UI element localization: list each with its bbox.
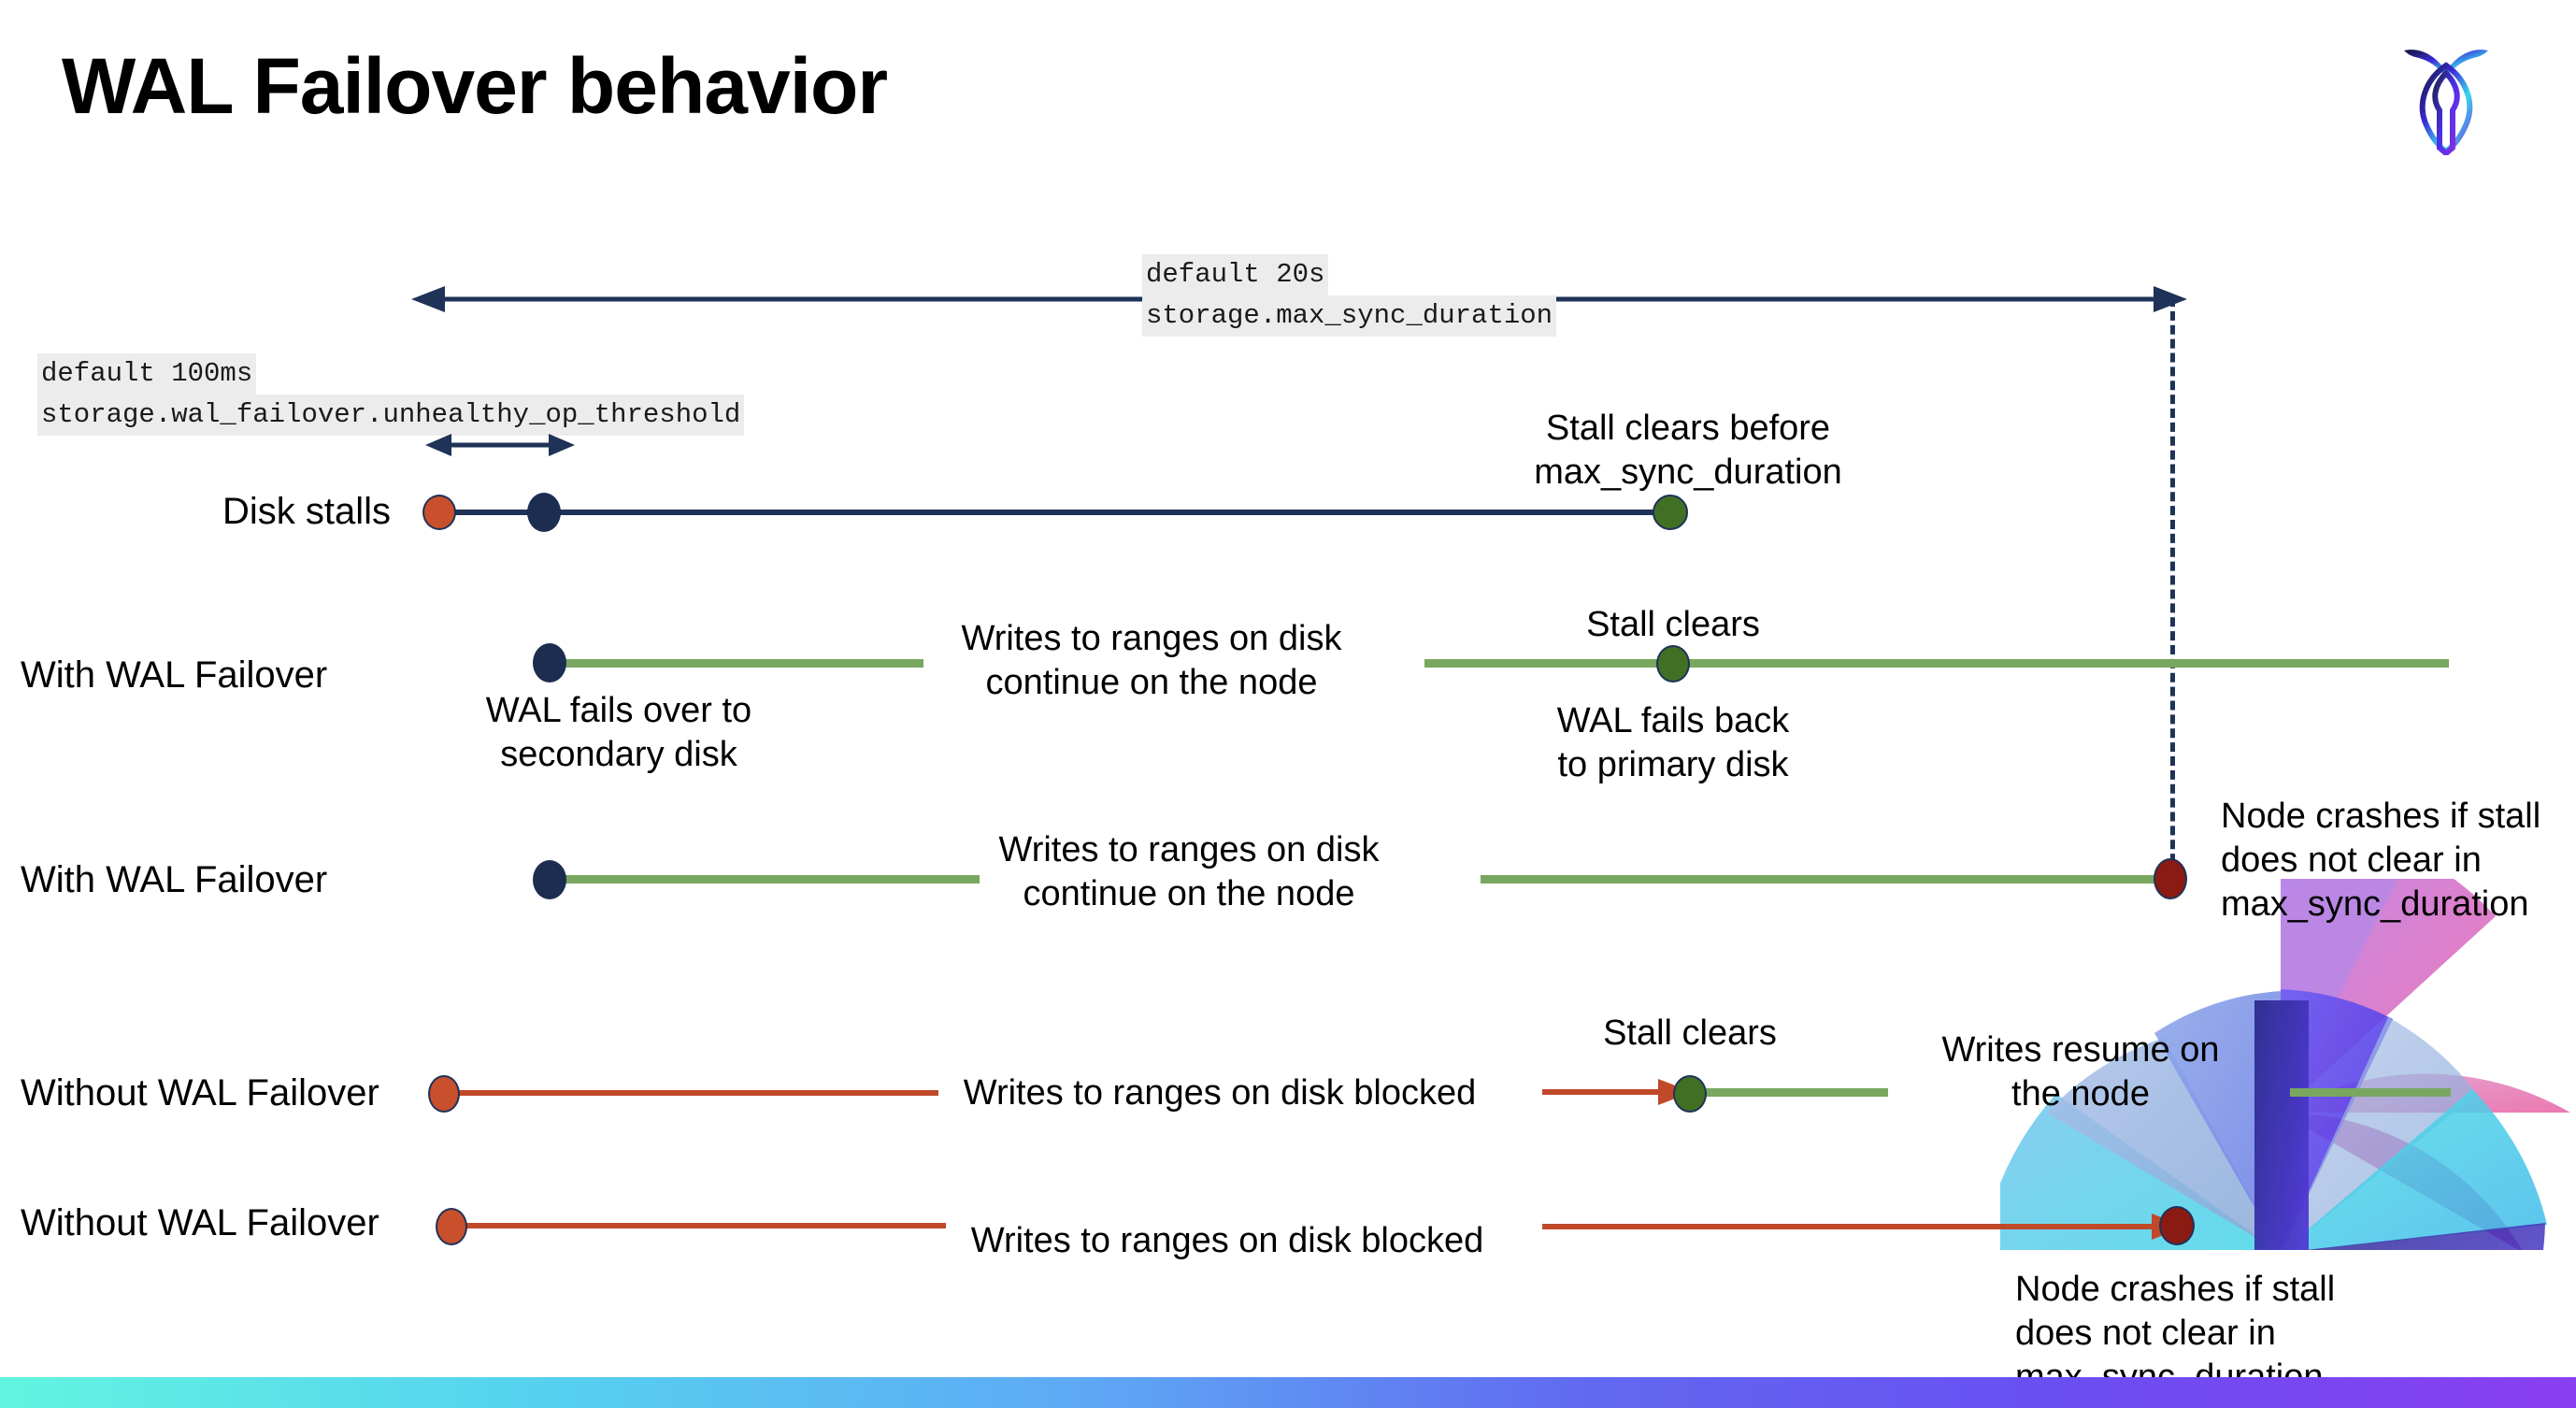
without-failover-2-start-dot xyxy=(436,1208,467,1245)
row-label-with-wal-failover-2: With WAL Failover xyxy=(21,859,328,900)
note-writes-continue-2: Writes to ranges on disk continue on the… xyxy=(998,830,1380,913)
without-failover-2-blocked-segment-a xyxy=(460,1223,946,1228)
without-failover-1-resume-segment-b xyxy=(2290,1088,2451,1097)
disk-stalls-clear-dot xyxy=(1653,495,1688,530)
without-failover-2-crash-dot xyxy=(2159,1206,2195,1245)
note-node-crashes-1: Node crashes if stall does not clear in … xyxy=(2221,797,2541,924)
row-label-without-wal-failover-2: Without WAL Failover xyxy=(21,1202,379,1243)
disk-stalls-timeline xyxy=(437,510,1681,515)
disk-stalls-start-dot xyxy=(422,495,456,530)
wal-failover-1-clear-dot xyxy=(1656,645,1690,682)
wal-failover-1-failover-dot xyxy=(533,643,566,682)
max-sync-deadline-dashed-line xyxy=(2170,297,2175,877)
without-failover-1-blocked-arrow xyxy=(1542,1079,1692,1105)
without-failover-2-blocked-arrow xyxy=(1542,1214,2185,1240)
disk-stalls-failover-dot xyxy=(527,493,561,532)
wal-failover-2-failover-dot xyxy=(533,860,566,899)
row-label-without-wal-failover-1: Without WAL Failover xyxy=(21,1072,379,1113)
unhealthy-op-threshold-span-arrow xyxy=(425,434,575,456)
without-failover-1-resume-segment xyxy=(1701,1088,1888,1097)
unhealthy-op-default-chip: default 100ms xyxy=(37,353,257,395)
note-stall-clears-2: Stall clears xyxy=(1603,1013,1777,1053)
unhealthy-op-setting-chip: storage.wal_failover.unhealthy_op_thresh… xyxy=(37,395,745,436)
without-failover-1-start-dot xyxy=(428,1075,460,1113)
wal-failover-1-segment-a xyxy=(550,659,923,668)
note-wal-fails-over: WAL fails over to secondary disk xyxy=(485,691,752,774)
note-writes-continue-1: Writes to ranges on disk continue on the… xyxy=(961,619,1342,702)
max-sync-setting-chip: storage.max_sync_duration xyxy=(1142,295,1557,337)
without-failover-1-clear-dot xyxy=(1673,1075,1707,1113)
wal-failover-2-segment-a xyxy=(550,875,980,884)
without-failover-1-blocked-segment-a xyxy=(452,1090,938,1096)
cockroachdb-logo xyxy=(2395,34,2497,157)
note-wal-fails-back: WAL fails back to primary disk xyxy=(1556,701,1790,784)
row-label-disk-stalls: Disk stalls xyxy=(222,491,392,532)
note-writes-blocked-2: Writes to ranges on disk blocked xyxy=(970,1221,1484,1260)
max-sync-default-chip: default 20s xyxy=(1142,254,1329,295)
bottom-accent-bar xyxy=(0,1377,2576,1408)
note-stall-clears-1: Stall clears xyxy=(1586,605,1760,644)
page-title: WAL Failover behavior xyxy=(62,42,888,130)
note-writes-resume: Writes resume on the node xyxy=(1941,1030,2220,1113)
note-writes-blocked-1: Writes to ranges on disk blocked xyxy=(963,1073,1477,1113)
wal-failover-2-crash-dot xyxy=(2154,858,2187,899)
wal-failover-1-segment-b xyxy=(1424,659,2449,668)
note-stall-clears-before: Stall clears before max_sync_duration xyxy=(1534,409,1842,492)
wal-failover-2-segment-b xyxy=(1481,875,2172,884)
row-label-with-wal-failover-1: With WAL Failover xyxy=(21,654,328,696)
